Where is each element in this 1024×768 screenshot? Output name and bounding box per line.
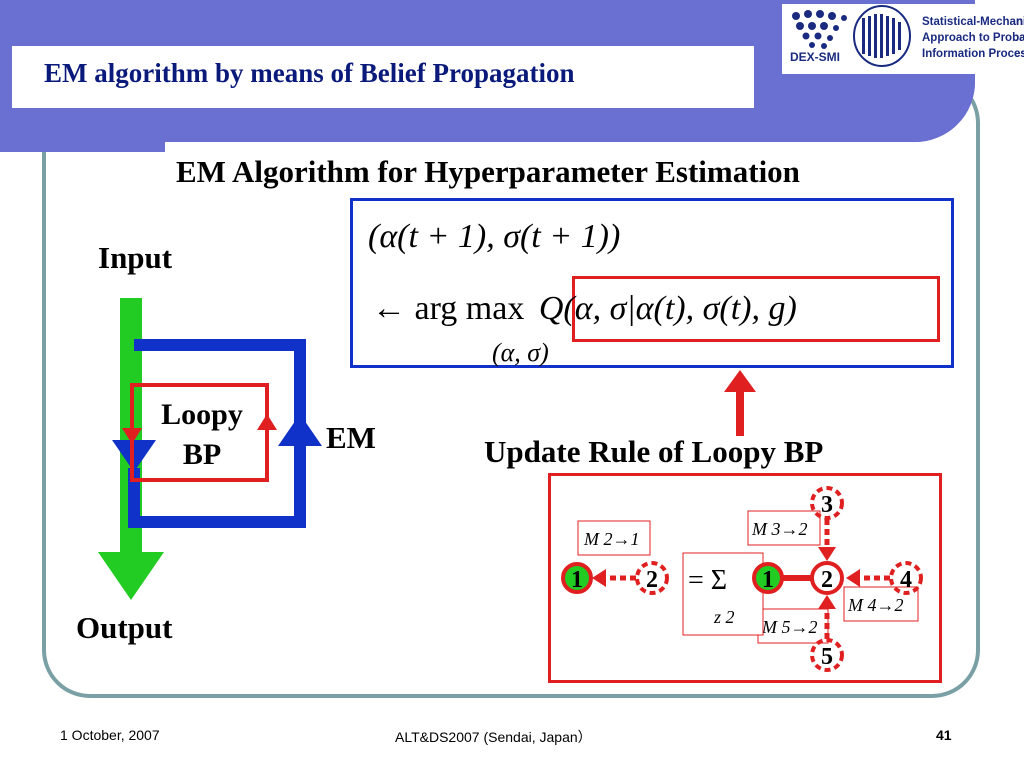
logo-dots-icon [792,5,911,67]
em-loop-diagram [98,298,322,600]
page-number: 41 [936,727,952,743]
em-label: EM [326,420,376,455]
bp-network-box [548,473,942,683]
message-5-to-2-arrow-icon [818,595,836,609]
node-1-center [752,562,784,594]
m42-label: M 4→2 [847,595,904,615]
formula-line-1: (α(t + 1), σ(t + 1)) [368,218,621,255]
formula-box [350,198,954,368]
m21-label: M 2→1 [583,529,640,549]
message-2-to-1-arrow-icon [592,569,606,587]
argmax-subscript: (α, σ) [492,338,549,367]
logo-line-1-text: Statistical-Mechanical [922,16,1024,28]
node-3 [810,486,844,520]
argmax-label: arg max [414,290,525,327]
node-2-center-label: 2 [821,567,833,593]
node-1-left [561,562,593,594]
message-3-to-2-arrow-icon [818,547,836,561]
update-arrow-head-icon [724,370,756,392]
input-label: Input [98,240,173,275]
footer-date: 1 October, 2007 [60,727,160,743]
blue-up-arrow-icon [278,414,322,446]
bp-network: 1 2 M 2→1 M 3→2 M 4→2 M 5→2 = Σ z 2 1 2 … [561,486,923,672]
update-arrow [724,370,756,436]
node-1-left-label: 1 [571,567,583,593]
node-3-label: 3 [821,492,833,518]
logo-line-3-text: Information Processing [922,48,1024,60]
green-arrow-head-icon [98,552,164,600]
node-2-left-label: 2 [646,567,658,593]
q-function-box [572,276,940,342]
footer-conference: ALT&DS2007 (Sendai, Japan） [395,729,592,745]
logo-backdrop [782,4,1014,74]
slide-title-text: EM algorithm by means of Belief Propagat… [44,58,575,88]
node-2-center [810,561,844,595]
red-down-arrow-icon [122,428,142,444]
node-1-center-label: 1 [762,567,774,593]
loopy-word: Loopy [161,398,243,431]
node-5-label: 5 [821,644,833,670]
sum-subscript: z 2 [713,607,735,627]
m52-box [757,608,829,644]
header-stripe-overlay [0,142,165,152]
loopy-bp-label: Loopy BP [148,395,256,475]
update-rule-label: Update Rule of Loopy BP [484,434,824,469]
red-up-arrow-icon [257,414,277,430]
node-4-label: 4 [900,567,912,593]
node-4 [889,561,923,595]
m21-box [577,520,651,556]
node-2-left [635,561,669,595]
m32-label: M 3→2 [751,519,808,539]
update-arrow-shaft [736,388,744,436]
formula-line-2: ← arg max Q(α, σ|α(t), σ(t), g) [372,290,797,328]
logo-abbr-text: DEX-SMI [790,50,841,64]
bp-word: BP [182,438,222,471]
sum-box [682,552,764,636]
logo-line-2-text: Approach to Probabilistic [922,32,1024,44]
left-arrow: ← [372,290,406,327]
node-5 [810,638,844,672]
blue-em-loop [128,339,306,528]
q-expression: Q(α, σ|α(t), σ(t), g) [538,290,797,327]
m32-box [747,510,821,546]
sum-symbol: = Σ [688,565,727,596]
section-subtitle: EM Algorithm for Hyperparameter Estimati… [176,154,800,189]
output-label: Output [76,610,173,645]
message-4-to-2-arrow-icon [846,569,860,587]
title-box-overlay [12,46,754,108]
m52-label: M 5→2 [761,617,818,637]
